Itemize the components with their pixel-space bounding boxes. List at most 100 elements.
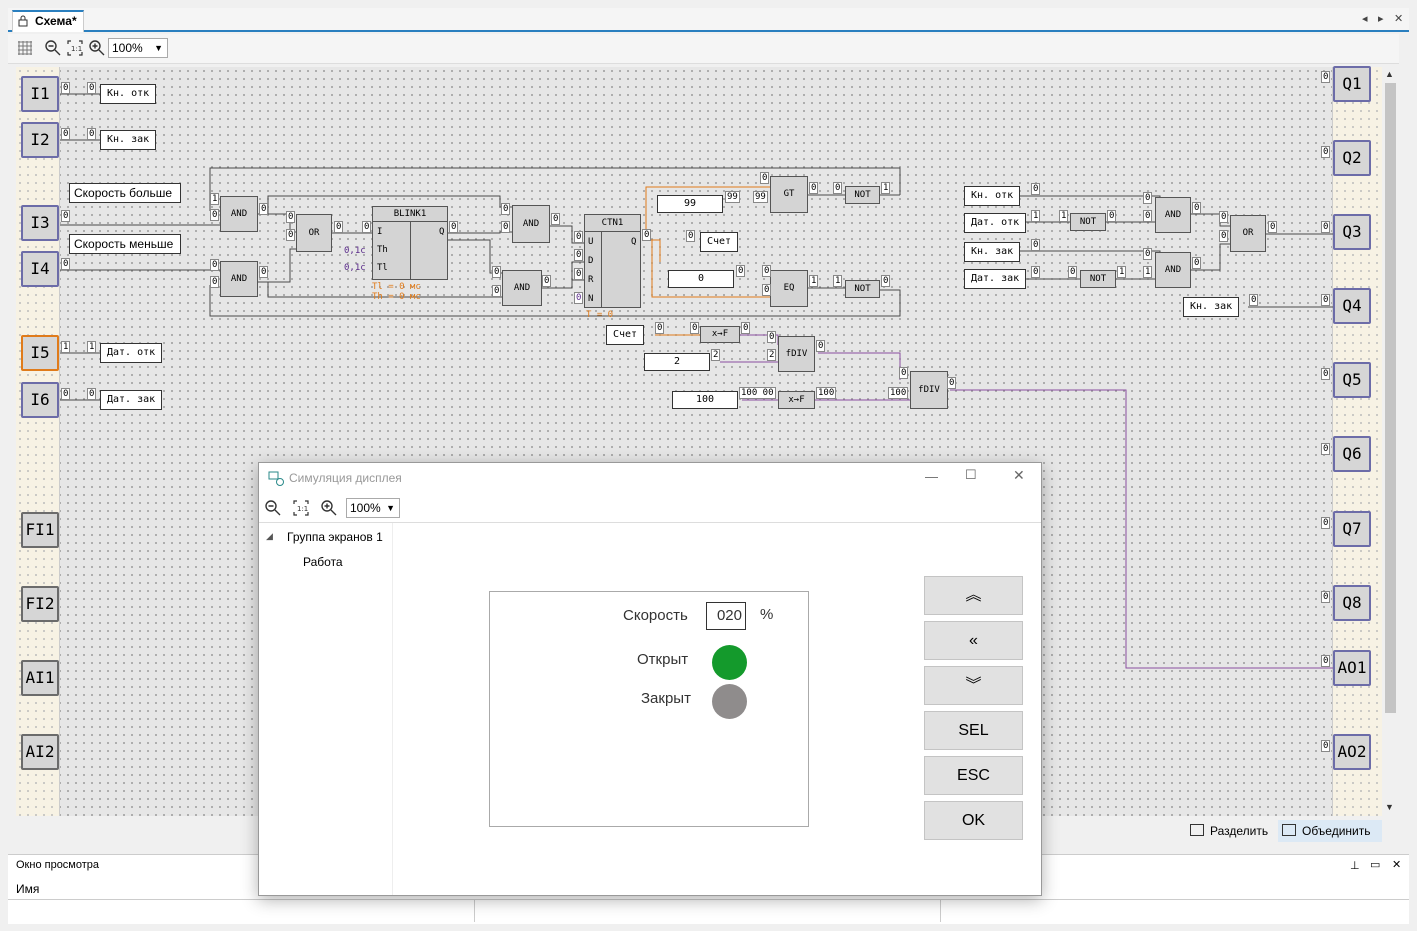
tree-item-work[interactable]: Работа: [303, 555, 343, 569]
pin-value: 1: [809, 275, 819, 287]
fdiv-block[interactable]: fDIV: [910, 371, 948, 409]
and-block[interactable]: AND: [1155, 252, 1191, 288]
counter-block[interactable]: CTN1 U D R N Q: [584, 214, 641, 308]
and-block[interactable]: AND: [220, 261, 258, 297]
page-up-button[interactable]: ︽: [924, 576, 1023, 615]
ok-button[interactable]: OK: [924, 801, 1023, 840]
const-99[interactable]: 99: [657, 195, 723, 213]
maximize-icon[interactable]: ▭: [1370, 859, 1381, 871]
tab-schema[interactable]: Схема*: [12, 10, 84, 32]
x-to-f-block[interactable]: x→F: [700, 326, 740, 343]
input-FI2[interactable]: FI2: [21, 586, 59, 622]
merge-button[interactable]: Объединить: [1278, 820, 1382, 842]
input-FI1[interactable]: FI1: [21, 512, 59, 548]
fdiv-block[interactable]: fDIV: [778, 336, 815, 372]
minimize-icon[interactable]: —: [925, 469, 938, 484]
or-block[interactable]: OR: [296, 214, 332, 252]
and-block[interactable]: AND: [1155, 197, 1191, 233]
and-block[interactable]: AND: [220, 196, 258, 232]
not-block[interactable]: NOT: [1080, 270, 1116, 288]
input-I4[interactable]: I4: [21, 251, 59, 287]
dialog-zoom-select[interactable]: 100%▼: [346, 498, 400, 518]
sel-button[interactable]: SEL: [924, 711, 1023, 750]
const-2[interactable]: 2: [644, 353, 710, 371]
zoom-out-icon[interactable]: [44, 39, 62, 57]
pin-value: 0: [61, 210, 71, 222]
input-I1[interactable]: I1: [21, 76, 59, 112]
zoom-in-icon[interactable]: [88, 39, 106, 57]
tag-kn-zak[interactable]: Кн. зак: [100, 130, 157, 150]
and-block[interactable]: AND: [512, 205, 550, 243]
pin-value: 1: [881, 182, 891, 194]
and-block[interactable]: AND: [502, 270, 542, 306]
output-Q6[interactable]: Q6: [1333, 436, 1371, 472]
output-AO1[interactable]: AO1: [1333, 650, 1371, 686]
close-icon[interactable]: ✕: [1013, 467, 1025, 483]
tag-count[interactable]: Счет: [606, 325, 645, 345]
output-Q1[interactable]: Q1: [1333, 66, 1371, 102]
name-column-header[interactable]: Имя: [16, 882, 40, 896]
back-button[interactable]: «: [924, 621, 1023, 660]
grid-icon[interactable]: [16, 39, 34, 57]
zoom-out-icon[interactable]: [264, 499, 282, 517]
split-button[interactable]: Разделить: [1186, 820, 1274, 842]
x-to-f-block[interactable]: x→F: [778, 391, 815, 409]
gt-block[interactable]: GT: [770, 176, 808, 213]
output-Q4[interactable]: Q4: [1333, 288, 1371, 324]
output-Q3[interactable]: Q3: [1333, 214, 1371, 250]
output-Q8[interactable]: Q8: [1333, 585, 1371, 621]
tree-expand-icon[interactable]: ◢: [266, 531, 273, 541]
preview-panel-title: Окно просмотра: [16, 859, 100, 871]
close-icon[interactable]: ✕: [1392, 859, 1402, 871]
input-I3[interactable]: I3: [21, 205, 59, 241]
output-Q7[interactable]: Q7: [1333, 511, 1371, 547]
not-block[interactable]: NOT: [845, 280, 880, 298]
output-Q5[interactable]: Q5: [1333, 362, 1371, 398]
blink-block[interactable]: BLINK1 I Th Tl Q: [372, 206, 448, 280]
comment-speed-lower[interactable]: Скорость меньше: [69, 234, 181, 254]
not-block[interactable]: NOT: [845, 186, 880, 204]
input-I2[interactable]: I2: [21, 122, 59, 158]
double-chevron-down-icon: ︾: [965, 677, 982, 694]
or-block[interactable]: OR: [1230, 215, 1266, 252]
zoom-select[interactable]: 100%▼: [108, 38, 168, 58]
tag-dat-otk[interactable]: Дат. отк: [964, 213, 1027, 233]
fit-icon[interactable]: 1:1: [66, 39, 84, 57]
comment-speed-higher[interactable]: Скорость больше: [69, 183, 181, 203]
not-block[interactable]: NOT: [1070, 213, 1106, 231]
input-I5[interactable]: I5: [21, 335, 59, 371]
input-AI2[interactable]: AI2: [21, 734, 59, 770]
tag-kn-zak[interactable]: Кн. зак: [964, 242, 1021, 262]
output-Q2[interactable]: Q2: [1333, 140, 1371, 176]
pin-value: 1: [87, 341, 97, 353]
tag-kn-otk[interactable]: Кн. отк: [964, 186, 1021, 206]
tab-scroll-left-icon[interactable]: ◂: [1362, 13, 1368, 25]
maximize-icon[interactable]: ☐: [965, 467, 977, 482]
tab-scroll-right-icon[interactable]: ▸: [1378, 13, 1384, 25]
fit-icon[interactable]: 1:1: [292, 499, 310, 517]
page-down-button[interactable]: ︾: [924, 666, 1023, 705]
const-100[interactable]: 100: [672, 391, 738, 409]
tag-kn-otk[interactable]: Кн. отк: [100, 84, 157, 104]
zoom-in-icon[interactable]: [320, 499, 338, 517]
pin-icon[interactable]: ⊥: [1350, 860, 1360, 872]
esc-button[interactable]: ESC: [924, 756, 1023, 795]
tab-close-icon[interactable]: ✕: [1394, 13, 1404, 25]
pin-value: 100: [888, 387, 909, 399]
scroll-thumb[interactable]: [1385, 83, 1396, 713]
scroll-up-icon[interactable]: ▲: [1385, 69, 1394, 79]
tag-count[interactable]: Счет: [700, 232, 739, 252]
tag-kn-zak[interactable]: Кн. зак: [1183, 297, 1240, 317]
pin-value: 0: [492, 285, 502, 297]
tree-group[interactable]: Группа экранов 1: [287, 530, 383, 544]
tag-dat-zak[interactable]: Дат. зак: [100, 390, 163, 410]
scroll-down-icon[interactable]: ▼: [1385, 802, 1394, 812]
input-I6[interactable]: I6: [21, 382, 59, 418]
tag-dat-otk[interactable]: Дат. отк: [100, 343, 163, 363]
const-0[interactable]: 0: [668, 270, 734, 288]
tag-dat-zak[interactable]: Дат. зак: [964, 269, 1027, 289]
input-AI1[interactable]: AI1: [21, 660, 59, 696]
eq-block[interactable]: EQ: [770, 270, 808, 307]
output-AO2[interactable]: AO2: [1333, 734, 1371, 770]
vertical-scrollbar[interactable]: ▲ ▼: [1382, 67, 1399, 816]
